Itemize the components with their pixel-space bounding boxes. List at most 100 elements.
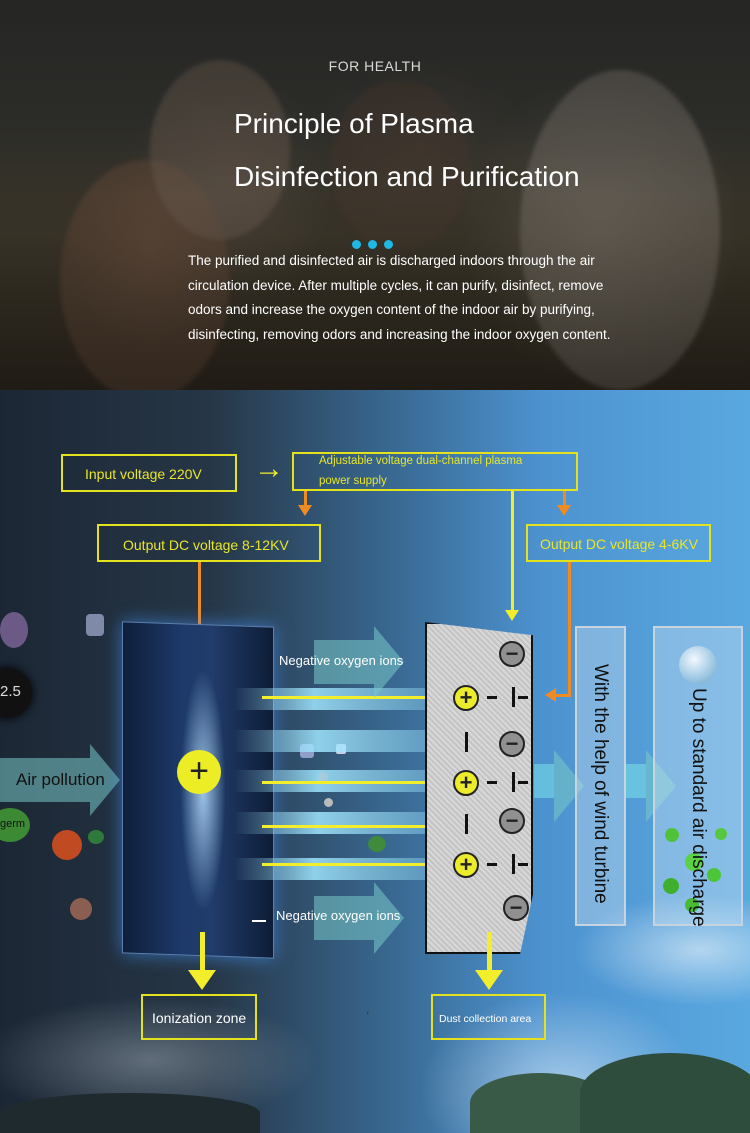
collector-plate <box>465 732 468 752</box>
air-pollution-arrow <box>0 744 120 816</box>
collector-plate <box>512 687 515 707</box>
hero-shade <box>0 0 750 390</box>
negative-ions-arrow <box>314 626 404 698</box>
output-dc-right-box: Output DC voltage 4-6KV <box>526 524 711 562</box>
hero-dots-indicator <box>352 236 400 254</box>
connector-line <box>556 694 571 697</box>
green-bubble-icon <box>685 853 703 871</box>
air-pollution-label: Air pollution <box>16 770 105 789</box>
dust-collection-label: Dust collection area <box>439 1013 532 1025</box>
pollutant-particle <box>368 836 386 852</box>
pollutant-particle <box>0 612 28 648</box>
down-arrow-icon <box>505 610 519 621</box>
output-dc-left-box: Output DC voltage 8-12KV <box>97 524 321 562</box>
leaf-sphere-icon <box>679 646 717 684</box>
green-bubble-icon <box>715 828 727 840</box>
green-bubble-icon <box>663 878 679 894</box>
wind-turbine-label: With the help of wind turbine <box>590 664 611 904</box>
pollutant-particle <box>52 830 82 860</box>
hero-dot <box>384 240 393 249</box>
pollutant-particle <box>324 798 333 807</box>
air-beam <box>234 858 434 880</box>
left-arrow-icon <box>545 688 556 702</box>
power-supply-label-line2: power supply <box>319 475 387 487</box>
standard-air-label: Up to standard air discharge <box>688 688 709 927</box>
ionization-zone-box: Ionization zone <box>141 994 257 1040</box>
negative-ions-top-label: Negative oxygen ions <box>279 653 404 668</box>
background-tree <box>0 1093 260 1133</box>
negative-ion: − <box>503 895 529 921</box>
connector-line <box>262 863 452 866</box>
negative-ion: − <box>499 808 525 834</box>
collector-plate <box>512 772 515 792</box>
plasma-diagram: Input voltage 220V → Adjustable voltage … <box>0 390 750 1133</box>
pollutant-particle <box>70 898 92 920</box>
hero-photo-figure <box>150 60 290 240</box>
connector-line <box>487 932 492 972</box>
pm25-label: 2.5 <box>0 683 21 700</box>
connector-line <box>563 491 566 506</box>
negative-ion: − <box>499 731 525 757</box>
output-dc-right-label: Output DC voltage 4-6KV <box>540 536 698 552</box>
hero-photo-figure <box>60 160 230 390</box>
output-dc-left-label: Output DC voltage 8-12KV <box>123 537 289 553</box>
pollutant-particle <box>88 830 104 844</box>
plate-dash <box>518 781 528 784</box>
power-supply-label-line1: Adjustable voltage dual-channel plasma <box>319 455 523 467</box>
wind-turbine-box: With the help of wind turbine <box>575 626 626 926</box>
hero-title-line1: Principle of Plasma <box>234 108 474 139</box>
hero-photo-figure <box>330 80 470 250</box>
connector-line <box>304 491 307 506</box>
dust-collection-box: Dust collection area <box>431 994 546 1040</box>
down-arrow-icon <box>188 970 216 990</box>
collector-plate <box>512 854 515 874</box>
negative-ion: − <box>499 641 525 667</box>
positive-ion: + <box>453 685 479 711</box>
hero-photo-figure <box>520 70 720 390</box>
right-arrow-icon: → <box>254 452 284 485</box>
air-beam <box>234 812 444 834</box>
germ-particle: germ <box>0 808 30 842</box>
clean-air-arrow <box>534 750 584 822</box>
ionization-minus-mark <box>252 920 266 922</box>
background-tree <box>580 1053 750 1133</box>
collector-plate <box>465 814 468 834</box>
pm25-particle: 2.5 <box>0 668 32 718</box>
negative-ions-bottom-label: Negative oxygen ions <box>276 908 401 923</box>
positive-ion: + <box>453 770 479 796</box>
hero-kicker: FOR HEALTH <box>328 58 422 74</box>
green-bubble-icon <box>665 828 679 842</box>
hero-dot <box>368 240 377 249</box>
green-bubble-icon <box>707 868 721 882</box>
stray-mark: , <box>366 1002 370 1016</box>
negative-ions-arrow <box>314 882 404 954</box>
hero-dot <box>352 240 361 249</box>
plate-dash <box>518 863 528 866</box>
connector-line <box>262 696 452 699</box>
connector-line <box>262 781 452 784</box>
standard-air-box: Up to standard air discharge <box>653 626 743 927</box>
plate-dash <box>518 696 528 699</box>
green-bubble-icon <box>685 898 699 912</box>
plate-dash <box>487 696 497 699</box>
plate-dash <box>487 863 497 866</box>
down-arrow-icon <box>298 505 312 516</box>
connector-line <box>200 932 205 972</box>
down-arrow-icon <box>475 970 503 990</box>
connector-line <box>568 562 571 696</box>
pollutant-particle <box>86 614 104 636</box>
hero-description: The purified and disinfected air is disc… <box>188 253 611 342</box>
positive-ion: + <box>453 852 479 878</box>
input-voltage-label: Input voltage 220V <box>85 466 202 482</box>
connector-line <box>262 825 452 828</box>
hero-title-line2: Disinfection and Purification <box>234 161 580 192</box>
hero-section: FOR HEALTH Principle of Plasma Disinfect… <box>0 0 750 390</box>
plate-dash <box>487 781 497 784</box>
germ-label: germ <box>0 818 26 830</box>
power-supply-box: Adjustable voltage dual-channel plasma p… <box>292 452 578 491</box>
clean-air-arrow <box>626 750 676 822</box>
down-arrow-icon <box>557 505 571 516</box>
ionization-zone-label: Ionization zone <box>152 1010 247 1026</box>
input-voltage-box: Input voltage 220V <box>61 454 237 492</box>
air-beam <box>234 730 444 752</box>
